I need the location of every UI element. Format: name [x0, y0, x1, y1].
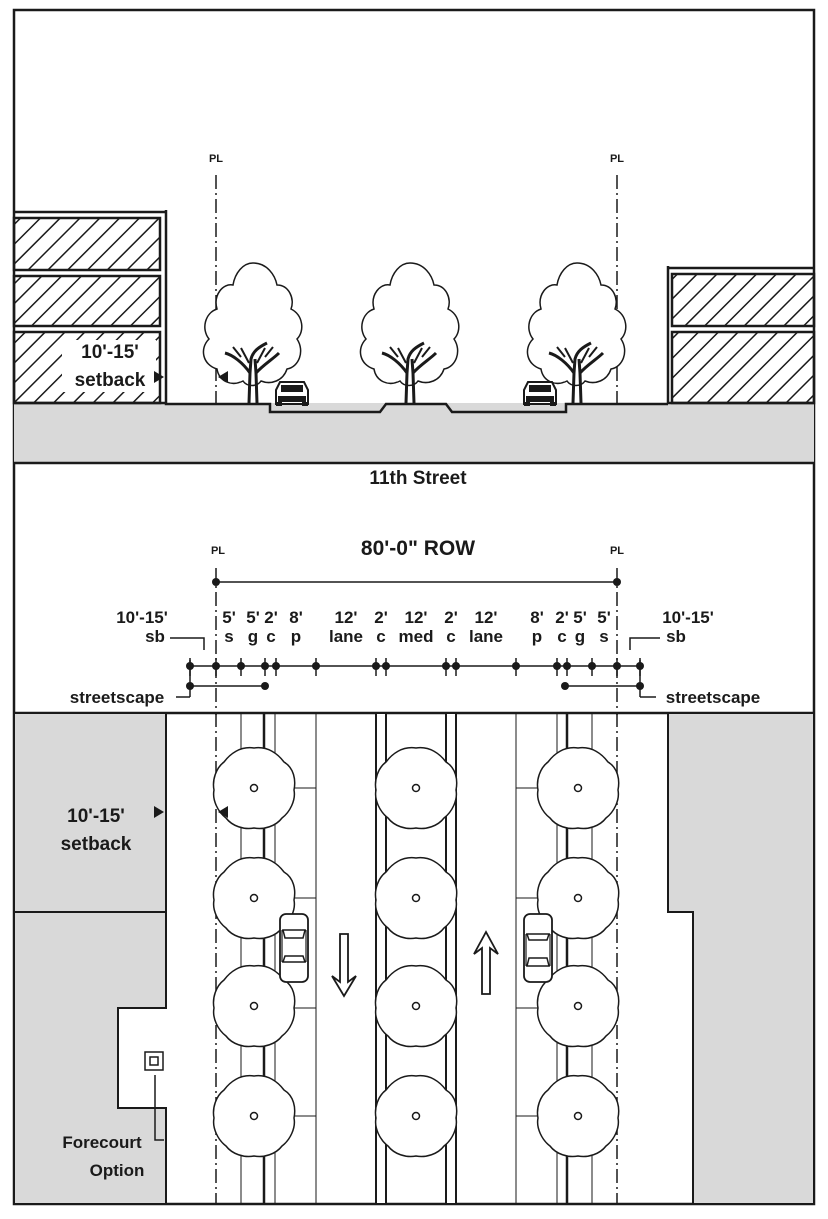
travel-direction-up-arrow-icon [473, 930, 499, 995]
dim-abbr: s [224, 627, 233, 646]
car-elevation-left [275, 381, 309, 407]
dim-value: 8' [530, 608, 544, 627]
setback-word-elevation: setback [75, 370, 146, 391]
row-width-label: 80'-0" ROW [361, 537, 475, 560]
dim-abbr: c [266, 627, 275, 646]
dim-node [442, 662, 450, 670]
dim-node [452, 662, 460, 670]
dim-abbr: lane [329, 627, 363, 646]
dim-abbr: s [599, 627, 608, 646]
ground-section [14, 403, 814, 463]
plan-view: 10'-15' setback Forecourt Option [13, 711, 815, 1205]
setback-arrow-right-elevation [154, 371, 164, 383]
dim-value: 12' [405, 608, 428, 627]
dim-node [372, 662, 380, 670]
dim-value: 2' [555, 608, 569, 627]
dim-value: 2' [374, 608, 388, 627]
dimension-block: PL PL 80'-0" ROW 10'-15' sb 10'-15' sb 5… [70, 537, 761, 715]
setback-arrow-left-plan [218, 806, 228, 818]
dim-value: 5' [573, 608, 587, 627]
setback-arrow-right-plan [154, 806, 164, 818]
travel-direction-down-arrow-icon [331, 933, 357, 998]
sb-value-right: 10'-15' [662, 608, 714, 627]
component-labels: 5's5'g2'c8'p12'lane2'c12'med2'c12'lane8'… [222, 608, 611, 646]
dim-value: 12' [335, 608, 358, 627]
median-curb-left [375, 712, 387, 1205]
dim-abbr: c [446, 627, 455, 646]
pl-label-left-top: PL [209, 153, 223, 165]
dim-value: 5' [222, 608, 236, 627]
dim-abbr: g [575, 627, 585, 646]
building-block-right [667, 712, 815, 1205]
dim-value: 2' [444, 608, 458, 627]
dim-node [563, 662, 571, 670]
dim-abbr: g [248, 627, 258, 646]
dim-node [382, 662, 390, 670]
dim-abbr: c [557, 627, 566, 646]
building-left-elevation [12, 210, 168, 405]
dim-value: 12' [475, 608, 498, 627]
pl-label-right-top: PL [610, 153, 624, 165]
setback-value-elevation: 10'-15' [81, 342, 139, 363]
street-name: 11th Street [369, 468, 467, 489]
dim-node [272, 662, 280, 670]
dim-abbr: med [399, 627, 434, 646]
sb-word-right: sb [666, 627, 686, 646]
building-right-elevation [666, 266, 816, 405]
median-curb-right [445, 712, 457, 1205]
section-elevation: PL PL 10'-15' setback 11th Street [12, 153, 816, 489]
dim-node [237, 662, 245, 670]
dim-abbr: p [532, 627, 542, 646]
dim-value: 8' [289, 608, 303, 627]
sb-word-left: sb [145, 627, 165, 646]
sb-value-left: 10'-15' [116, 608, 168, 627]
dim-node [588, 662, 596, 670]
dim-abbr: p [291, 627, 301, 646]
dim-value: 5' [246, 608, 260, 627]
pl-label-right-dim: PL [610, 545, 624, 557]
dim-node [261, 662, 269, 670]
forecourt-label-line2: Option [90, 1161, 145, 1180]
parked-car-left-plan [279, 913, 309, 983]
parked-car-right-plan [523, 913, 553, 983]
streetscape-label-left: streetscape [70, 688, 165, 707]
dim-node [212, 662, 220, 670]
dim-value: 5' [597, 608, 611, 627]
car-elevation-right [523, 381, 557, 407]
component-ticks [186, 658, 644, 676]
dim-abbr: c [376, 627, 385, 646]
pl-label-left-dim: PL [211, 545, 225, 557]
dim-node [613, 662, 621, 670]
dim-node [553, 662, 561, 670]
setback-word-plan: setback [61, 834, 132, 855]
street-profile [164, 402, 668, 414]
setback-value-plan: 10'-15' [67, 806, 125, 827]
dim-node [312, 662, 320, 670]
dim-value: 2' [264, 608, 278, 627]
dim-abbr: lane [469, 627, 503, 646]
setback-arrow-left-elevation [218, 371, 228, 383]
streetscape-label-right: streetscape [666, 688, 761, 707]
dim-node [512, 662, 520, 670]
building-block-left-lower [13, 911, 167, 1205]
forecourt-label-line1: Forecourt [62, 1133, 142, 1152]
